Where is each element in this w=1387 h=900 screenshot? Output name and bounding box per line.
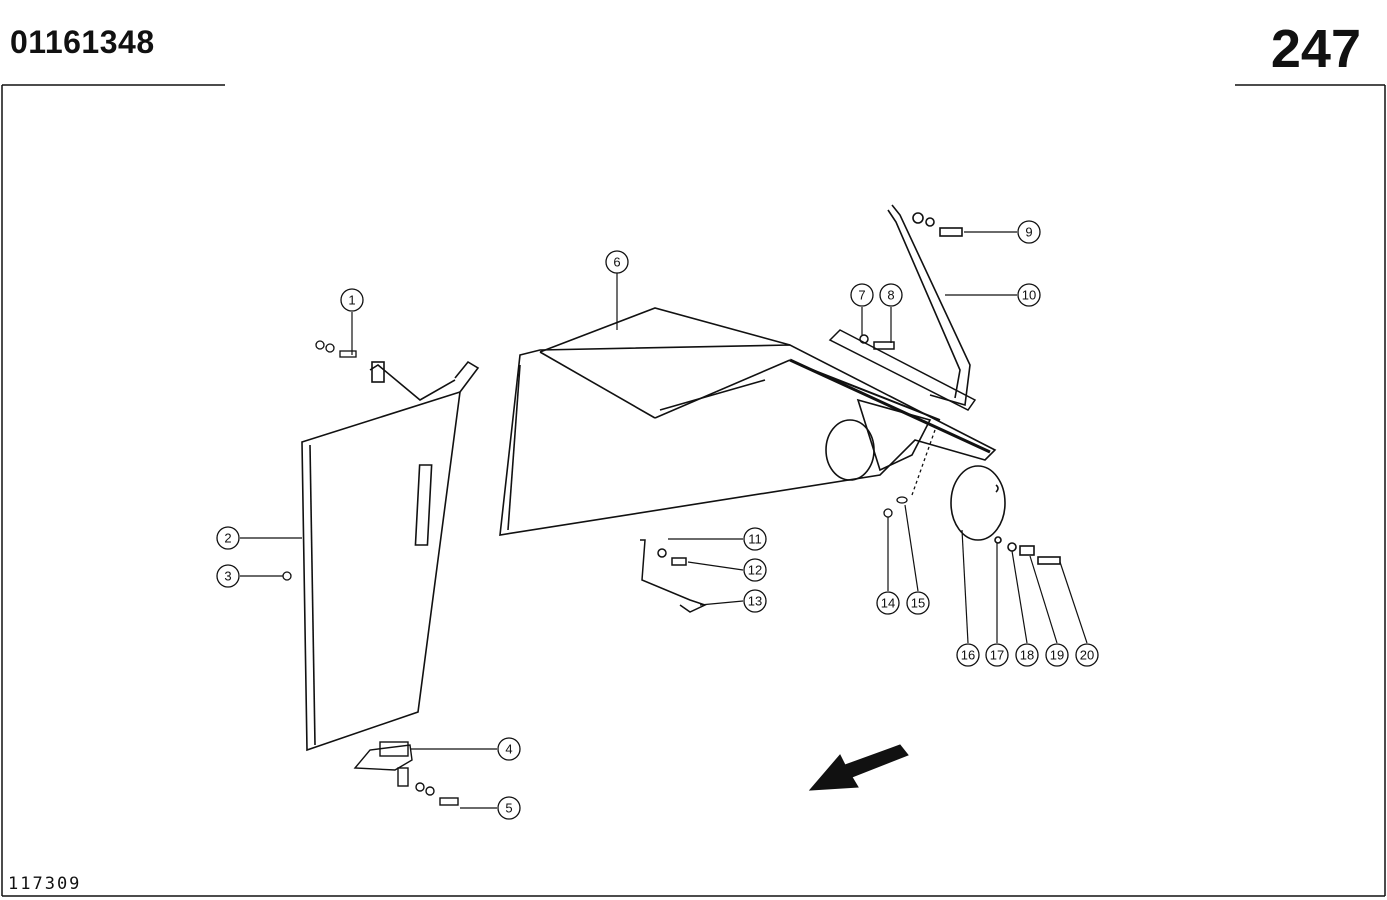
callout-label-6: 6 [613,255,620,270]
callout-circle-8 [879,283,903,307]
callout-circle-12 [743,558,767,582]
callout-label-4: 4 [505,742,512,757]
hinge-bracket [353,741,459,806]
clamp-bracket [640,539,708,613]
page-frame [1,84,1386,897]
nut-3 [282,571,292,581]
callout-label-5: 5 [505,801,512,816]
callout-circle-4 [497,737,521,761]
callout-label-11: 11 [748,532,762,547]
callout-label-19: 19 [1050,648,1064,663]
callout-circle-13 [743,589,767,613]
side-panel [301,360,480,752]
callout-label-10: 10 [1022,288,1036,303]
callout-label-7: 7 [858,288,865,303]
callout-label-13: 13 [748,594,762,609]
callout-circle-10 [1017,283,1041,307]
callout-circle-2 [216,526,240,550]
part-number: 01161348 [10,24,155,60]
callout-label-2: 2 [224,531,231,546]
drawing-code: 117309 [8,874,82,894]
callout-circle-6 [605,250,629,274]
callout-circle-11 [743,527,767,551]
callout-label-16: 16 [961,648,975,663]
callout-circle-16 [956,643,980,667]
callout-circle-1 [340,288,364,312]
callout-label-12: 12 [748,563,762,578]
callout-label-1: 1 [348,293,355,308]
callout-label-9: 9 [1025,225,1032,240]
callout-label-3: 3 [224,569,231,584]
callout-circle-9 [1017,220,1041,244]
callout-label-8: 8 [887,288,894,303]
callout-circle-20 [1075,643,1099,667]
direction-arrow [808,744,909,791]
callout-label-17: 17 [990,648,1004,663]
callout-circle-19 [1045,643,1069,667]
callout-circle-7 [850,283,874,307]
callout-label-18: 18 [1020,648,1034,663]
callout-circle-3 [216,564,240,588]
callout-label-14: 14 [881,596,895,611]
callout-circle-18 [1015,643,1039,667]
support-rod [887,204,971,407]
leader-lines [240,231,1088,809]
callout-circle-15 [906,591,930,615]
main-guard [499,307,997,536]
callout-label-15: 15 [911,596,925,611]
page-number: 247 [1270,19,1361,79]
callout-circle-5 [497,796,521,820]
callout-circle-17 [985,643,1009,667]
callout-circle-14 [876,591,900,615]
mounting-bar [828,329,977,411]
bolt-set-1 [315,340,357,358]
callout-label-20: 20 [1080,648,1094,663]
round-cover [950,465,1061,565]
